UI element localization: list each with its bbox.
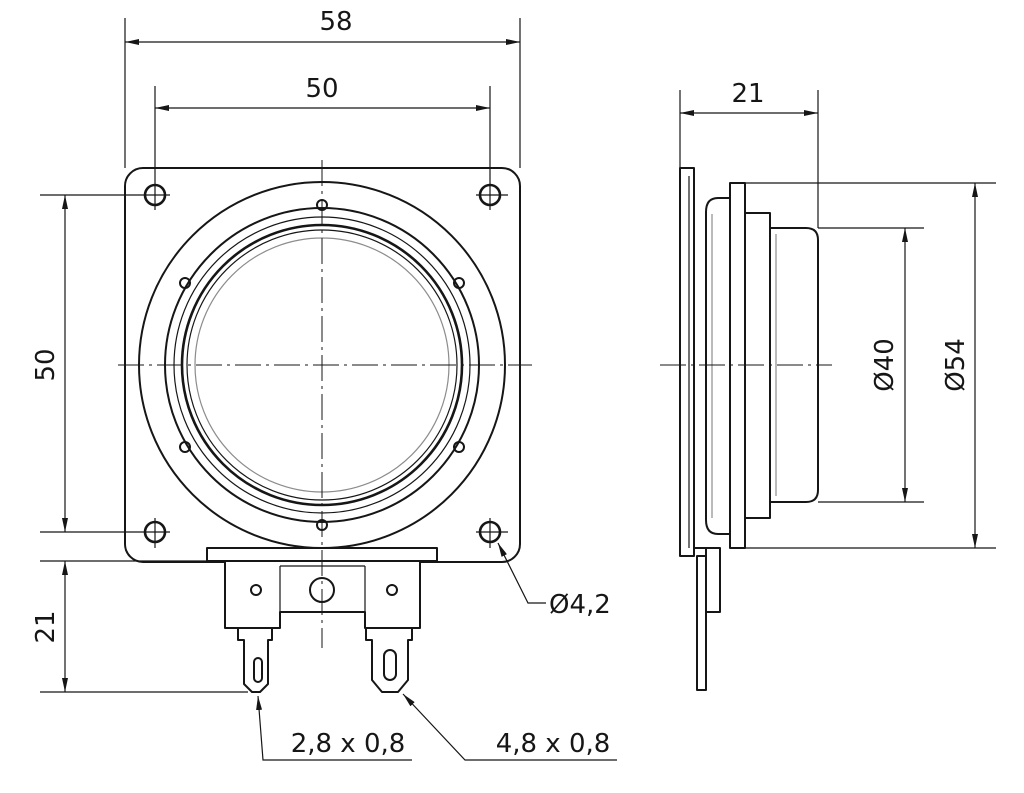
side-terminal-pin [696,555,707,691]
dimension-overall-width: 58 [319,7,352,37]
label-terminal-right-size: 4,8 x 0,8 [496,729,611,759]
dimension-diameter-inner: Ø40 [870,338,900,392]
front-view-dimensions: 58 50 50 21 Ø4,2 2,8 x 0,8 4,8 x 0,8 [31,7,617,761]
dimension-terminal-height: 21 [31,610,61,643]
dimension-hole-spacing-vertical: 50 [31,348,61,381]
side-view-dimensions: 21 Ø40 Ø54 [679,79,996,549]
dimension-hole-spacing-horizontal: 50 [305,74,338,104]
basket-screw-hole [179,277,191,289]
terminal-rivet-right [386,584,398,596]
side-view [660,167,832,691]
side-mounting-plate [679,167,695,557]
dimension-depth: 21 [731,79,764,109]
leader-line-hole-diameter [497,542,546,604]
label-terminal-left-size: 2,8 x 0,8 [291,729,406,759]
leader-line-terminal-right [402,693,617,761]
basket-screw-hole [453,441,465,453]
terminal-pin-left-slot [253,657,263,683]
front-view [118,160,532,693]
terminal-rivet-left [250,584,262,596]
side-basket [705,197,731,535]
label-hole-diameter: Ø4,2 [549,590,611,620]
basket-screw-hole [453,277,465,289]
terminal-pin-right-slot [383,649,397,681]
leader-line-terminal-left [256,695,412,761]
terminal-pin-right [365,627,413,693]
basket-screw-hole [179,441,191,453]
dimension-diameter-outer: Ø54 [941,338,971,392]
